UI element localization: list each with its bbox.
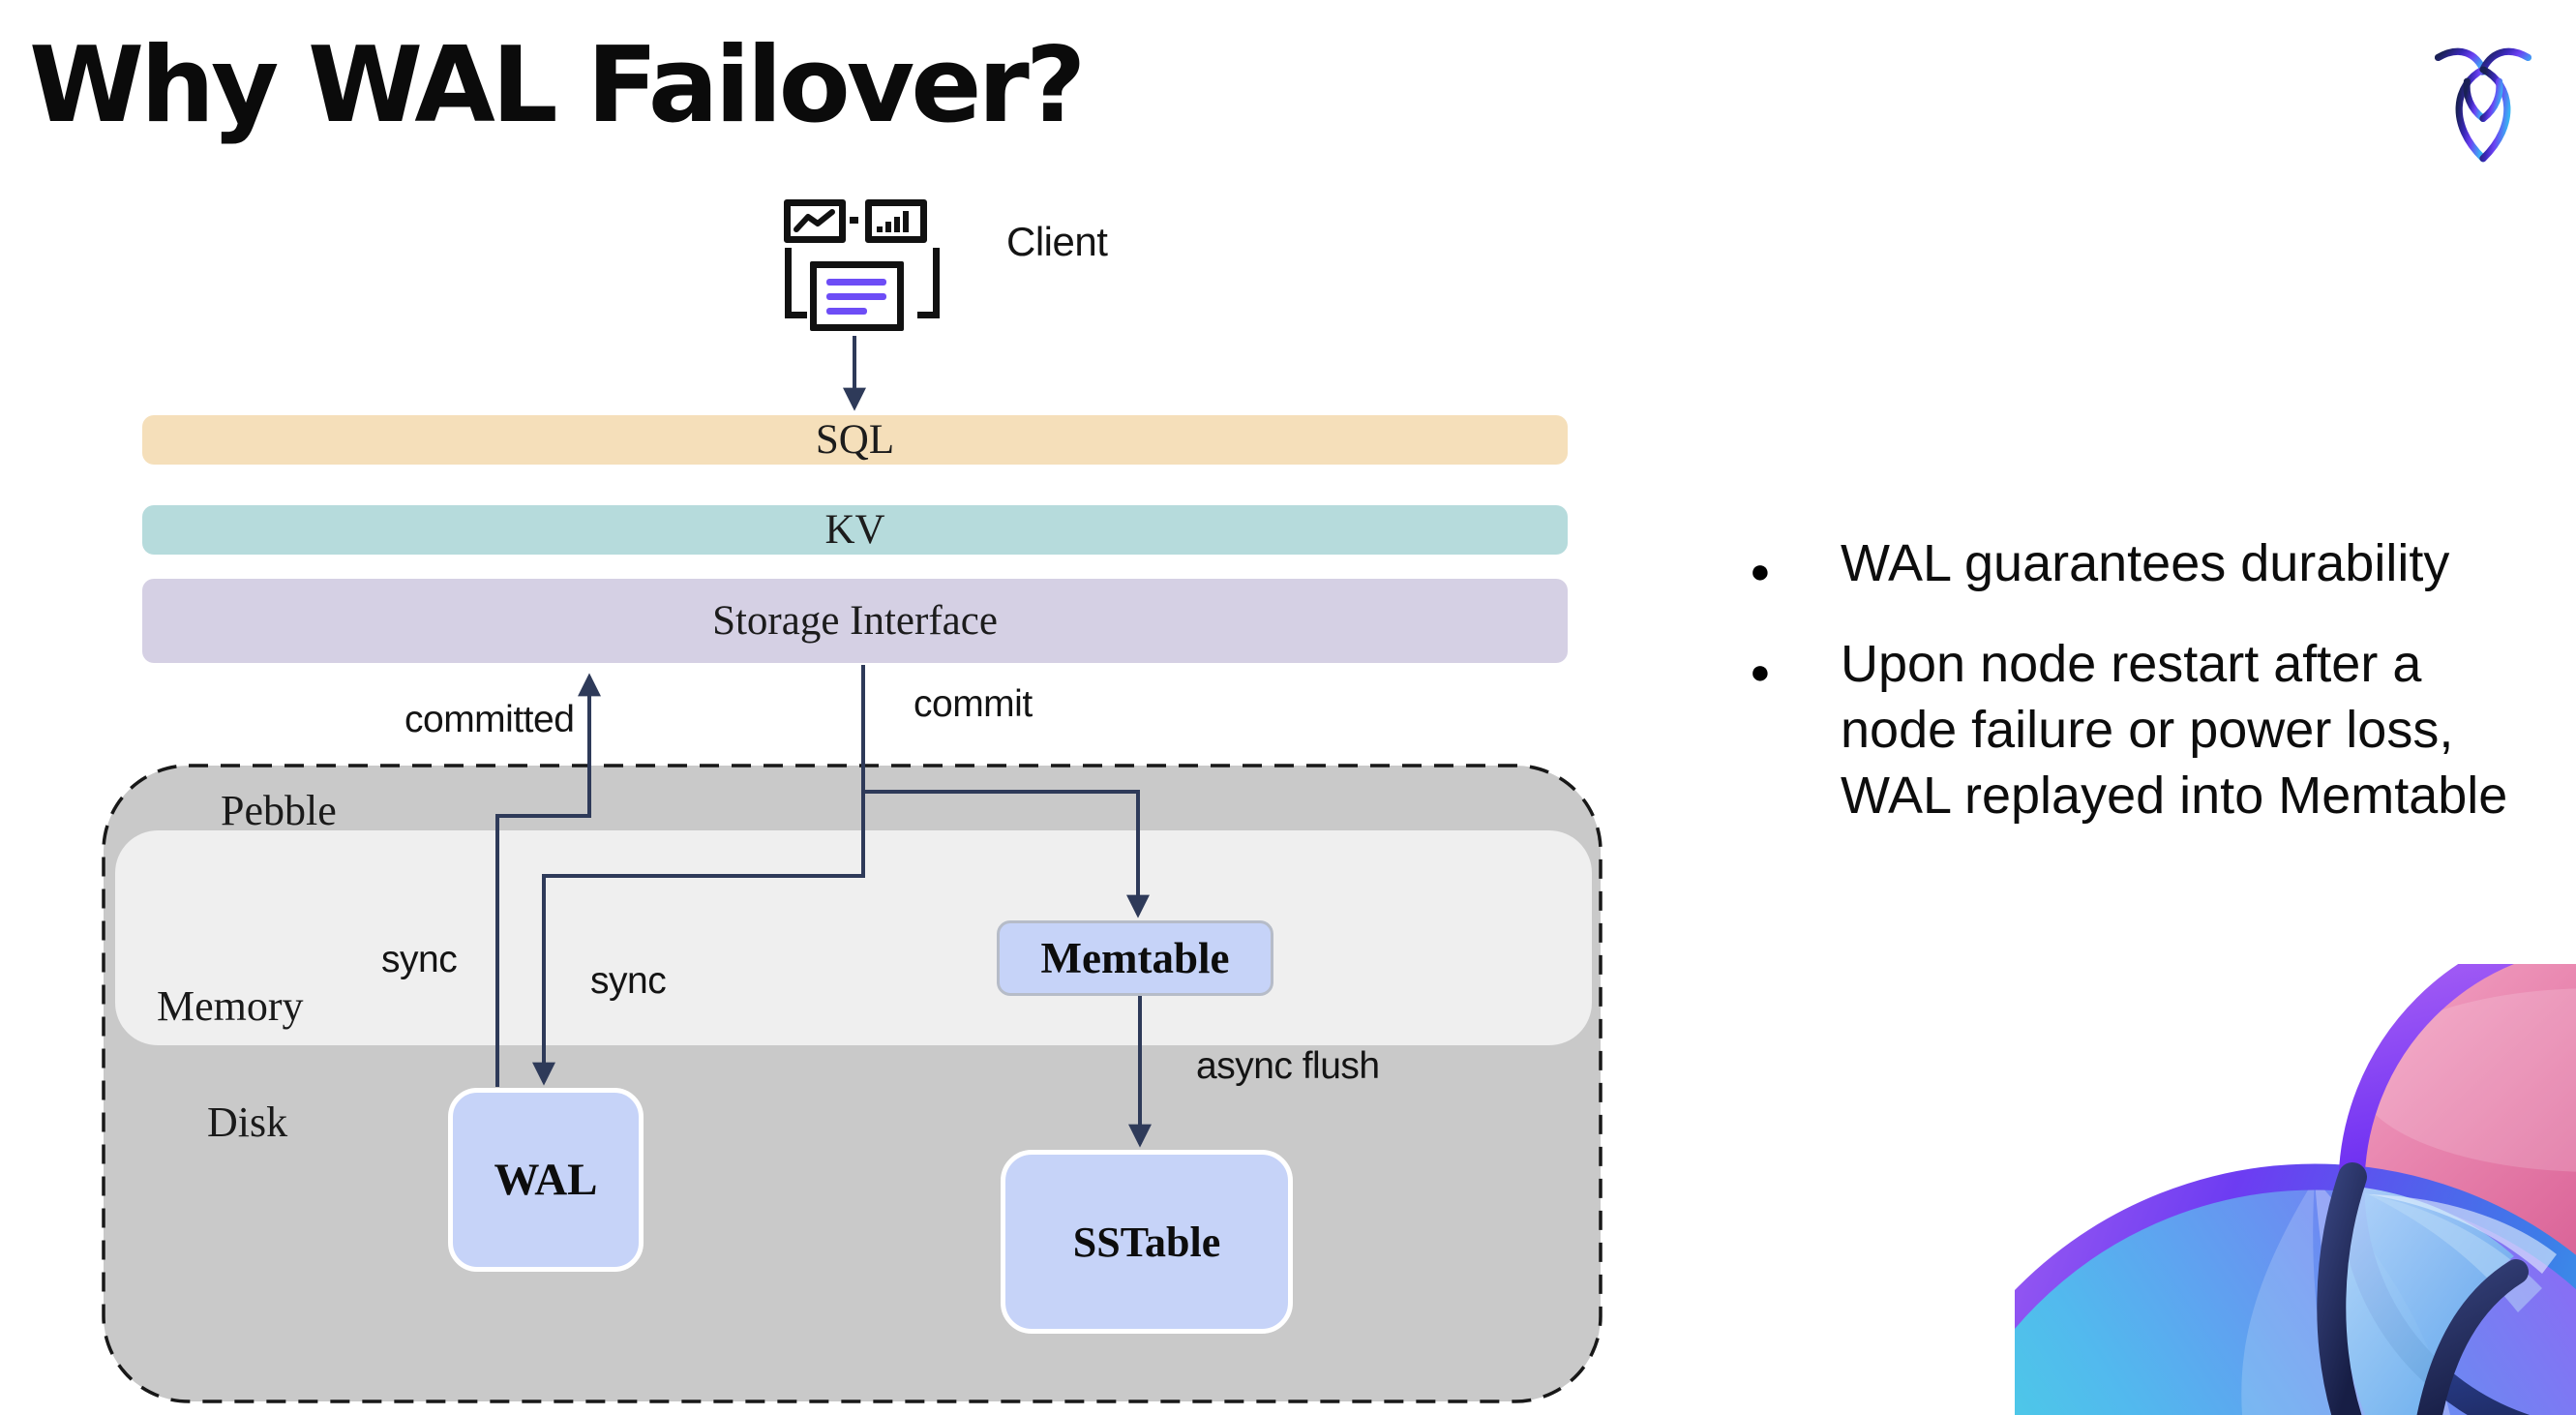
line-chart-icon [784, 199, 846, 243]
document-icon [810, 261, 904, 331]
client-app-icon [779, 197, 940, 338]
pebble-label: Pebble [221, 787, 337, 834]
layer-bar-sql: SQL [142, 415, 1568, 465]
layer-bar-kv: KV [142, 505, 1568, 555]
bullet-text: Upon node restart after a node failure o… [1841, 635, 2508, 825]
brand-artwork [2015, 964, 2576, 1415]
async-flush-edge-label: async flush [1196, 1045, 1380, 1087]
committed-edge-label: committed [404, 699, 575, 740]
bullet-item: WAL guarantees durability [1732, 530, 2576, 604]
memory-label: Memory [157, 982, 304, 1030]
client-label: Client [1006, 219, 1108, 264]
memtable-node-label: Memtable [1040, 934, 1230, 982]
disk-label: Disk [207, 1099, 288, 1146]
storage-layer-label: Storage Interface [712, 598, 998, 644]
sql-layer-label: SQL [815, 417, 895, 463]
commit-memtable-arrow [863, 790, 1150, 918]
cockroachdb-logo-icon [2435, 47, 2531, 163]
sstable-node-label: SSTable [1072, 1218, 1221, 1266]
kv-layer-label: KV [824, 507, 885, 553]
bullet-item: Upon node restart after a node failure o… [1732, 631, 2576, 828]
bracket-left-icon [785, 248, 807, 318]
memory-region [115, 830, 1592, 1045]
sync-right-edge-label: sync [590, 960, 667, 1002]
dash-connector [850, 217, 858, 224]
wal-node-label: WAL [494, 1155, 598, 1205]
commit-sync-wal-arrow [532, 665, 865, 1086]
commit-edge-label: commit [914, 683, 1033, 725]
bracket-right-icon [917, 248, 940, 318]
sstable-node: SSTable [1001, 1150, 1293, 1334]
layer-bar-storage: Storage Interface [142, 579, 1568, 663]
memtable-node: Memtable [997, 920, 1273, 996]
bullet-text: WAL guarantees durability [1841, 534, 2450, 592]
wal-node: WAL [448, 1088, 644, 1272]
bar-chart-icon [865, 199, 927, 243]
sync-left-edge-label: sync [381, 939, 458, 980]
bullet-list: WAL guarantees durability Upon node rest… [1732, 530, 2576, 863]
page-title: Why WAL Failover? [29, 25, 1086, 146]
